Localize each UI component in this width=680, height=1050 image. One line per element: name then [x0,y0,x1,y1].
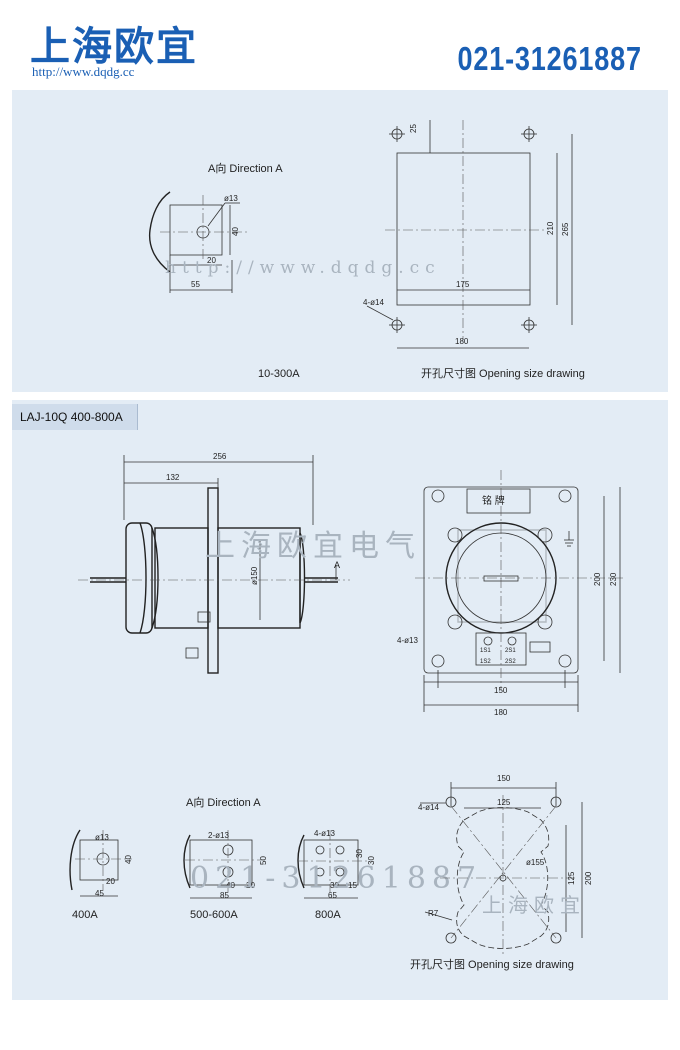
watermark-company: 上海欧宜电气 [205,529,421,564]
terminal-1s2: 1S2 [480,659,491,665]
brand-logo: 上海欧宜 [30,24,198,70]
dim-a1-40: 40 [231,227,240,236]
dim-opening-holes: 4-ø14 [418,803,439,812]
dim-a1-20: 20 [207,256,216,265]
variant-label-800a: 800A [315,909,341,921]
dim-plate-265: 265 [561,222,570,236]
dim-800a-holes: 4-ø13 [314,829,335,838]
dim-800a-15: 15 [348,881,357,890]
dim-400a-hole: ø13 [95,833,109,842]
terminal-1s1: 1S1 [480,648,491,654]
dim-a1-hole: ø13 [224,194,238,203]
variant-label-500-600a: 500-600A [190,909,238,921]
dim-plate-25: 25 [409,124,418,133]
dim-opening-200: 200 [584,871,593,885]
dim-plate-holes: 4-ø14 [363,298,384,307]
phone-number: 021-31261887 [457,40,642,77]
dim-opening-dia155: ø155 [526,858,545,867]
dim-800a-30-v1: 30 [355,849,364,858]
dim-side-256: 256 [213,452,227,461]
direction-a-arrow-label: A [334,560,340,570]
dim-a1-55: 55 [191,280,200,289]
dim-side-132: 132 [166,473,180,482]
dim-opening-125-h: 125 [497,798,511,807]
dim-500a-50: 50 [259,856,268,865]
terminal-2s1: 2S1 [505,648,516,654]
dim-400a-20: 20 [106,877,115,886]
current-label-10-300a: 10-300A [258,368,300,380]
section-10-300a-panel [12,90,668,392]
dim-500a-20: 20 [246,881,255,890]
dim-plate-180: 180 [455,337,469,346]
terminal-2s2: 2S2 [505,659,516,665]
dim-opening-r7: R7 [428,909,439,918]
variant-400a-view [69,829,132,897]
opening-plate-2 [420,782,583,955]
direction-a-label-2: A向 Direction A [186,795,261,809]
section-400-800a-panel [12,400,668,1000]
dim-front-holes: 4-ø13 [397,636,418,645]
dim-plate-210: 210 [546,221,555,235]
side-view [78,455,350,674]
dim-front-150: 150 [494,686,508,695]
model-tag: LAJ-10Q 400-800A [12,404,138,430]
variant-800a-view [297,830,368,899]
dim-500a-holes: 2-ø13 [208,831,229,840]
dim-front-230: 230 [609,572,618,586]
dim-opening-125-v: 125 [567,871,576,885]
watermark-brand-2: 上海欧宜 [482,893,586,917]
brand-url: http://www.dqdg.cc [32,64,135,79]
direction-a-label-1: A向 Direction A [208,161,283,175]
front-view [415,470,625,712]
watermark-url: http://www.dqdg.cc [165,258,441,278]
opening-label-2: 开孔尺寸图 Opening size drawing [410,957,574,971]
dim-500a-85: 85 [220,891,229,900]
nameplate-label: 铭 牌 [482,494,505,507]
dim-front-180: 180 [494,708,508,717]
variant-label-400a: 400A [72,909,98,921]
watermark-phone: 021-31261887 [190,861,482,896]
dim-opening-150: 150 [497,774,511,783]
direction-a-view-1 [148,191,250,293]
dim-400a-40: 40 [124,855,133,864]
opening-plate-1 [366,120,573,349]
dim-800a-65: 65 [328,891,337,900]
dim-front-200: 200 [593,572,602,586]
dim-800a-30-v2: 30 [367,856,376,865]
dim-500a-40: 40 [226,881,235,890]
dim-side-dia150: ø150 [250,566,259,585]
dim-800a-30-h: 30 [330,881,339,890]
dim-plate-175: 175 [456,280,470,289]
variant-500-600a-view [183,830,265,899]
dim-400a-45: 45 [95,889,104,898]
opening-label-1: 开孔尺寸图 Opening size drawing [421,366,585,380]
